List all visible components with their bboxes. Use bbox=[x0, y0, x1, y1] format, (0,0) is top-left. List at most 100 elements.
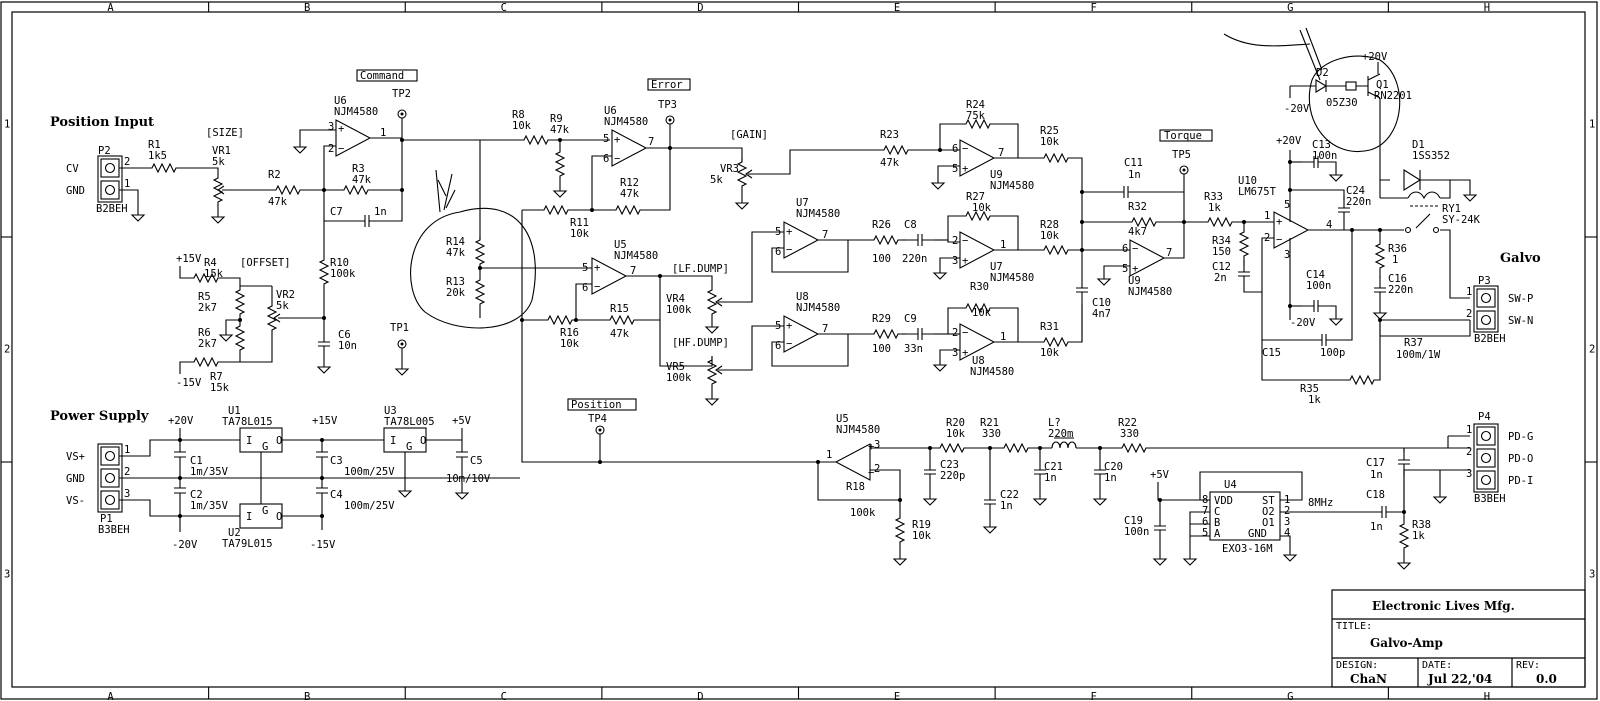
svg-text:[HF.DUMP]: [HF.DUMP] bbox=[672, 337, 729, 349]
svg-text:DESIGN:: DESIGN: bbox=[1336, 660, 1378, 671]
grid-row-label: 3 bbox=[1589, 569, 1595, 581]
svg-text:R35: R35 bbox=[1300, 383, 1319, 395]
svg-text:NJM4580: NJM4580 bbox=[836, 424, 880, 436]
svg-text:10n: 10n bbox=[338, 340, 357, 352]
svg-text:5: 5 bbox=[1122, 263, 1128, 275]
svg-text:VDD: VDD bbox=[1214, 495, 1233, 507]
svg-text:TP5: TP5 bbox=[1172, 149, 1191, 161]
grid-column-label: A bbox=[107, 691, 114, 701]
grid-column-label: C bbox=[501, 691, 507, 701]
svg-text:[SIZE]: [SIZE] bbox=[206, 127, 244, 139]
svg-text:220n: 220n bbox=[902, 253, 927, 265]
feather-doodle bbox=[435, 169, 456, 213]
svg-text:5: 5 bbox=[603, 133, 609, 145]
svg-text:1n: 1n bbox=[374, 206, 387, 218]
svg-text:[GAIN]: [GAIN] bbox=[730, 129, 768, 141]
svg-text:6: 6 bbox=[952, 143, 958, 155]
svg-text:+15V: +15V bbox=[312, 415, 338, 427]
svg-text:1n: 1n bbox=[1104, 472, 1117, 484]
grid-column-label: A bbox=[107, 2, 114, 14]
svg-text:2: 2 bbox=[874, 463, 880, 475]
svg-text:−: − bbox=[594, 281, 600, 293]
connector-p4[interactable]: P4 B3BEH PD-G PD-O PD-I 123 bbox=[1447, 411, 1533, 505]
svg-text:U6: U6 bbox=[604, 105, 617, 117]
svg-text:100: 100 bbox=[872, 343, 891, 355]
svg-text:B2BEH: B2BEH bbox=[1474, 333, 1506, 345]
svg-text:U6: U6 bbox=[334, 95, 347, 107]
svg-text:R5: R5 bbox=[198, 291, 211, 303]
svg-text:RN2201: RN2201 bbox=[1374, 90, 1412, 102]
svg-text:LM675T: LM675T bbox=[1238, 186, 1277, 198]
svg-text:R15: R15 bbox=[610, 303, 629, 315]
svg-text:U8: U8 bbox=[796, 291, 809, 303]
svg-text:GND: GND bbox=[66, 185, 85, 197]
svg-text:G: G bbox=[406, 441, 412, 453]
svg-text:1m/35V: 1m/35V bbox=[190, 466, 229, 478]
grid-column-label: H bbox=[1484, 691, 1490, 701]
svg-text:R16: R16 bbox=[560, 327, 579, 339]
svg-text:U10: U10 bbox=[1238, 175, 1257, 187]
svg-text:G: G bbox=[262, 505, 268, 517]
svg-text:1n: 1n bbox=[1000, 500, 1013, 512]
svg-text:−: − bbox=[1276, 234, 1282, 246]
svg-text:C24: C24 bbox=[1346, 185, 1365, 197]
designer: ChaN bbox=[1350, 672, 1387, 686]
svg-text:10k: 10k bbox=[972, 202, 992, 214]
svg-text:7: 7 bbox=[630, 265, 636, 277]
connector-p1[interactable]: P1 B3BEH VS+ GND VS- 123 bbox=[66, 443, 130, 536]
svg-text:15k: 15k bbox=[210, 382, 230, 394]
svg-text:D2: D2 bbox=[1316, 67, 1329, 79]
svg-text:P3: P3 bbox=[1478, 275, 1491, 287]
svg-text:C13: C13 bbox=[1312, 139, 1331, 151]
svg-text:NJM4580: NJM4580 bbox=[970, 366, 1014, 378]
svg-text:2: 2 bbox=[952, 235, 958, 247]
svg-text:R31: R31 bbox=[1040, 321, 1059, 333]
svg-text:VR1: VR1 bbox=[212, 145, 231, 157]
svg-text:−: − bbox=[868, 467, 874, 479]
svg-text:47k: 47k bbox=[268, 196, 288, 208]
svg-text:VR2: VR2 bbox=[276, 289, 295, 301]
svg-text:GND: GND bbox=[1248, 528, 1267, 540]
svg-text:1: 1 bbox=[1000, 331, 1006, 343]
svg-text:+: + bbox=[594, 262, 600, 274]
svg-text:100m/1W: 100m/1W bbox=[1396, 349, 1441, 361]
svg-text:10k: 10k bbox=[1040, 347, 1060, 359]
svg-text:+: + bbox=[1132, 263, 1138, 275]
svg-text:1m/35V: 1m/35V bbox=[190, 500, 229, 512]
svg-text:1k: 1k bbox=[1412, 530, 1425, 542]
svg-text:C3: C3 bbox=[330, 455, 343, 467]
svg-text:R7: R7 bbox=[210, 371, 223, 383]
svg-text:SW-N: SW-N bbox=[1508, 315, 1533, 327]
svg-text:R6: R6 bbox=[198, 327, 211, 339]
svg-text:R1: R1 bbox=[148, 139, 161, 151]
svg-text:U1: U1 bbox=[228, 405, 241, 417]
svg-text:R11: R11 bbox=[570, 217, 589, 229]
svg-text:100m/25V: 100m/25V bbox=[344, 466, 395, 478]
connector-p2[interactable]: P2 B2BEH CV GND 21 bbox=[66, 145, 130, 215]
connector-p3[interactable]: Galvo P3 B2BEH SW-P SW-N 12 bbox=[1466, 251, 1541, 345]
highlight-circle-2 bbox=[1308, 55, 1401, 153]
svg-text:C7: C7 bbox=[330, 206, 343, 218]
svg-text:7: 7 bbox=[822, 323, 828, 335]
svg-text:1: 1 bbox=[1000, 239, 1006, 251]
svg-text:330: 330 bbox=[1120, 428, 1139, 440]
svg-text:C14: C14 bbox=[1306, 269, 1325, 281]
svg-text:10k: 10k bbox=[1040, 230, 1060, 242]
svg-text:C12: C12 bbox=[1212, 261, 1231, 273]
svg-text:5k: 5k bbox=[710, 174, 723, 186]
svg-text:Torque: Torque bbox=[1164, 130, 1202, 142]
svg-text:1: 1 bbox=[124, 444, 130, 456]
svg-text:4k7: 4k7 bbox=[1128, 226, 1147, 238]
svg-text:Error: Error bbox=[651, 79, 683, 91]
svg-text:1n: 1n bbox=[1044, 472, 1057, 484]
svg-text:47k: 47k bbox=[550, 124, 570, 136]
grid-column-label: G bbox=[1287, 2, 1293, 14]
svg-text:47k: 47k bbox=[610, 328, 630, 340]
svg-text:5: 5 bbox=[775, 320, 781, 332]
svg-text:R36: R36 bbox=[1388, 243, 1407, 255]
svg-text:−: − bbox=[962, 235, 968, 247]
svg-text:PD-O: PD-O bbox=[1508, 453, 1533, 465]
svg-text:R23: R23 bbox=[880, 129, 899, 141]
grid-column-label: C bbox=[501, 2, 507, 14]
svg-text:-20V: -20V bbox=[1284, 103, 1310, 115]
